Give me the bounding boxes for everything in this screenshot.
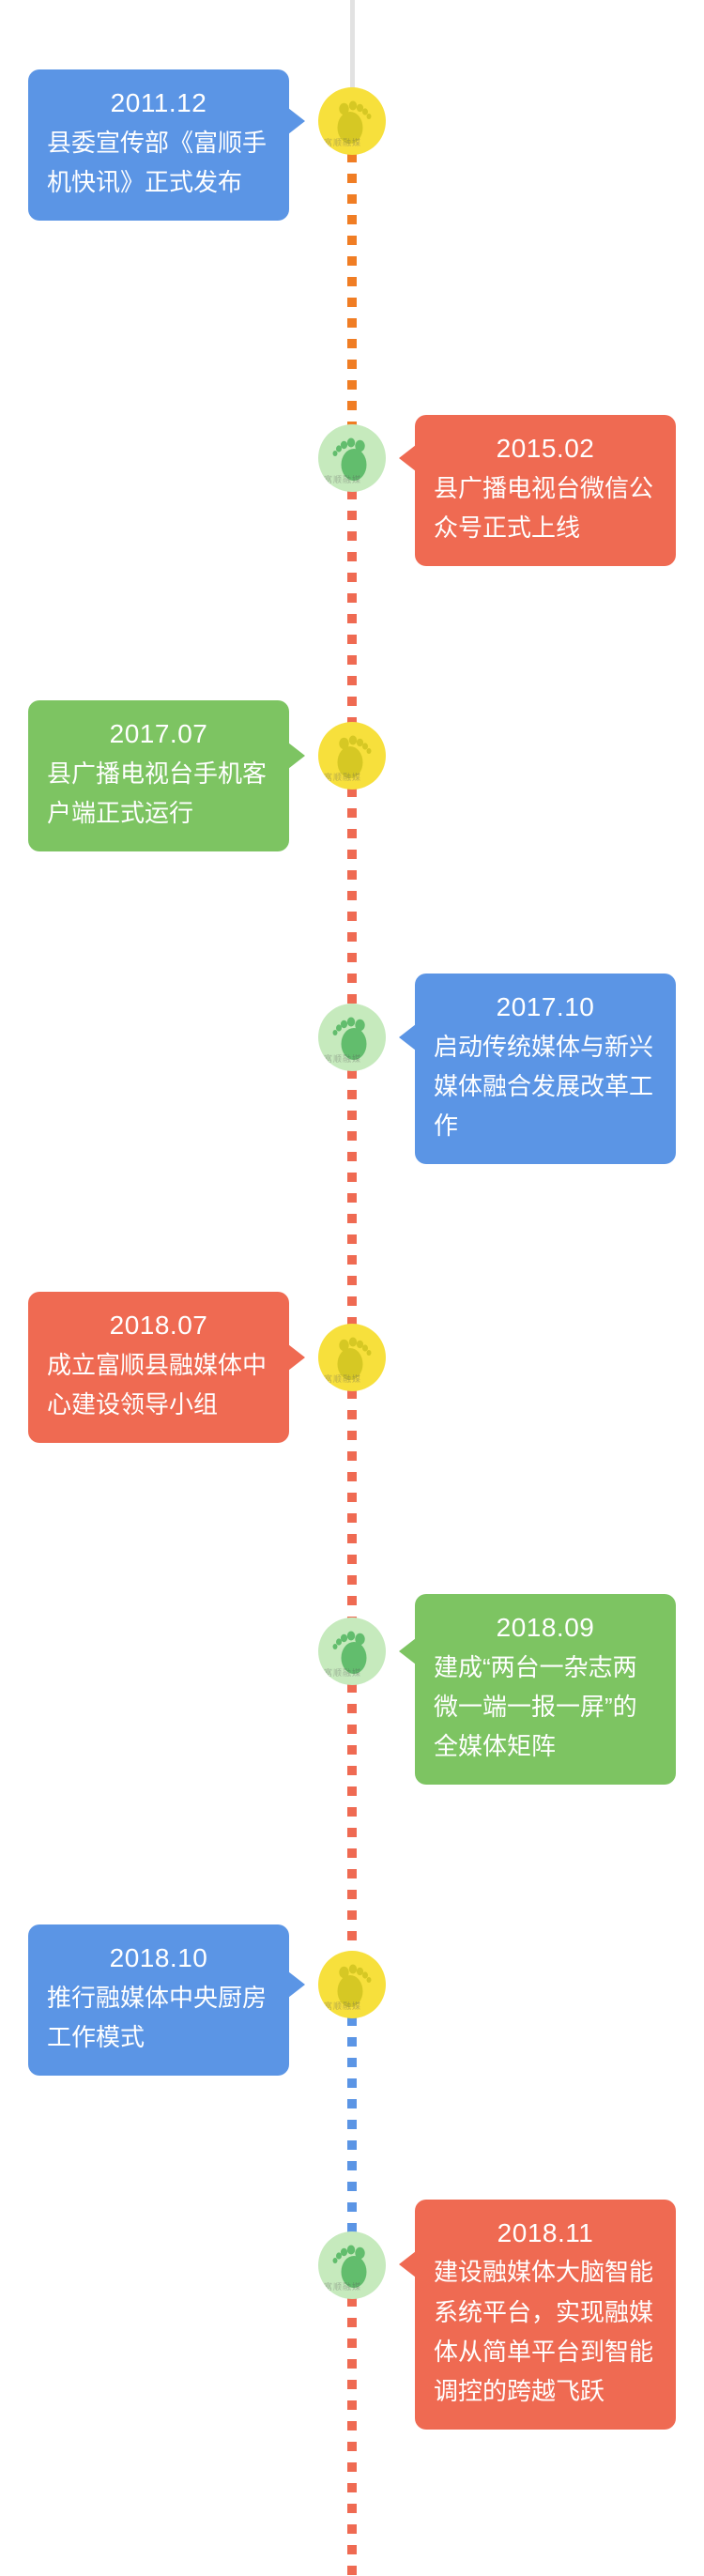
event-description-8: 建设融媒体大脑智能系统平台，实现融媒体从简单平台到智能调控的跨越飞跃 [434,2258,654,2405]
event-date-1: 2011.12 [110,87,207,117]
footprint-icon [330,1013,374,1062]
event-date-3: 2017.07 [109,718,208,748]
event-description-4: 启动传统媒体与新兴媒体融合发展改革工作 [434,1032,654,1140]
timeline-event-card-2[interactable]: 2015.02 县广播电视台微信公众号正式上线 [399,414,676,567]
timeline-event-card-6[interactable]: 2018.09 建成“两台一杂志两微一端一报一屏”的全媒体矩阵 [399,1593,676,1786]
footprint-icon [330,434,374,483]
card-tail-2 [399,445,416,472]
timeline-spine-segment-4 [347,1068,357,1326]
timeline-event-card-1[interactable]: 2011.12 县委宣传部《富顺手机快讯》正式发布 [28,69,305,221]
timeline-event-card-5[interactable]: 2018.07 成立富顺县融媒体中心建设领导小组 [28,1291,305,1443]
event-description-5: 成立富顺县融媒体中心建设领导小组 [47,1350,268,1418]
timeline-marker-7[interactable]: 富顺融媒 [318,1951,386,2019]
card-tail-8 [399,2251,416,2278]
timeline-spine-segment-6 [347,1682,357,1954]
event-date-8: 2018.11 [497,2217,594,2247]
timeline-marker-2[interactable]: 富顺融媒 [318,424,386,493]
watermark-5: 富顺融媒 [324,1374,362,1385]
timeline-marker-1[interactable]: 富顺融媒 [318,86,386,155]
timeline-spine-segment-2 [347,490,357,724]
watermark-1: 富顺融媒 [324,138,362,148]
card-tail-3 [288,742,305,769]
event-date-6: 2018.09 [496,1612,595,1642]
event-date-7: 2018.10 [109,1942,208,1972]
event-description-2: 县广播电视台微信公众号正式上线 [434,473,654,543]
event-description-1: 县委宣传部《富顺手机快讯》正式发布 [47,128,268,196]
watermark-7: 富顺融媒 [324,2002,362,2013]
card-tail-1 [288,107,305,134]
timeline-spine-top-stub [350,0,355,89]
watermark-2: 富顺融媒 [324,476,362,486]
timeline-spine-segment-7 [347,2016,357,2233]
footprint-icon [330,1333,374,1382]
timeline-spine-segment-1 [347,152,357,427]
timeline-spine-segment-5 [347,1388,357,1619]
timeline-event-card-7[interactable]: 2018.10 推行融媒体中央厨房工作模式 [28,1924,305,2076]
footprint-icon [330,1627,374,1676]
card-tail-5 [288,1343,305,1371]
footprint-icon [330,97,374,146]
timeline-event-card-3[interactable]: 2017.07 县广播电视台手机客户端正式运行 [28,699,305,852]
timeline-spine-segment-8 [347,2296,357,2576]
watermark-6: 富顺融媒 [324,1668,362,1679]
footprint-icon [330,1960,374,2009]
timeline-marker-4[interactable]: 富顺融媒 [318,1003,386,1071]
event-date-4: 2017.10 [496,991,595,1021]
footprint-icon [330,731,374,780]
event-description-3: 县广播电视台手机客户端正式运行 [47,759,268,827]
timeline-spine-segment-3 [347,787,357,1005]
card-tail-6 [399,1637,416,1664]
timeline-event-card-8[interactable]: 2018.11 建设融媒体大脑智能系统平台，实现融媒体从简单平台到智能调控的跨越飞… [399,2199,676,2430]
timeline-marker-3[interactable]: 富顺融媒 [318,721,386,790]
event-date-5: 2018.07 [109,1310,208,1340]
event-date-2: 2015.02 [496,433,595,463]
timeline-marker-6[interactable]: 富顺融媒 [318,1617,386,1685]
card-tail-4 [399,1023,416,1050]
footprint-icon [330,2241,374,2290]
watermark-4: 富顺融媒 [324,1054,362,1065]
timeline-marker-5[interactable]: 富顺融媒 [318,1323,386,1391]
watermark-3: 富顺融媒 [324,773,362,783]
watermark-8: 富顺融媒 [324,2282,362,2292]
card-tail-7 [288,1971,305,1999]
event-description-7: 推行融媒体中央厨房工作模式 [47,1983,268,2051]
event-description-6: 建成“两台一杂志两微一端一报一屏”的全媒体矩阵 [434,1652,637,1761]
timeline-marker-8[interactable]: 富顺融媒 [318,2231,386,2299]
timeline-event-card-4[interactable]: 2017.10 启动传统媒体与新兴媒体融合发展改革工作 [399,973,676,1165]
